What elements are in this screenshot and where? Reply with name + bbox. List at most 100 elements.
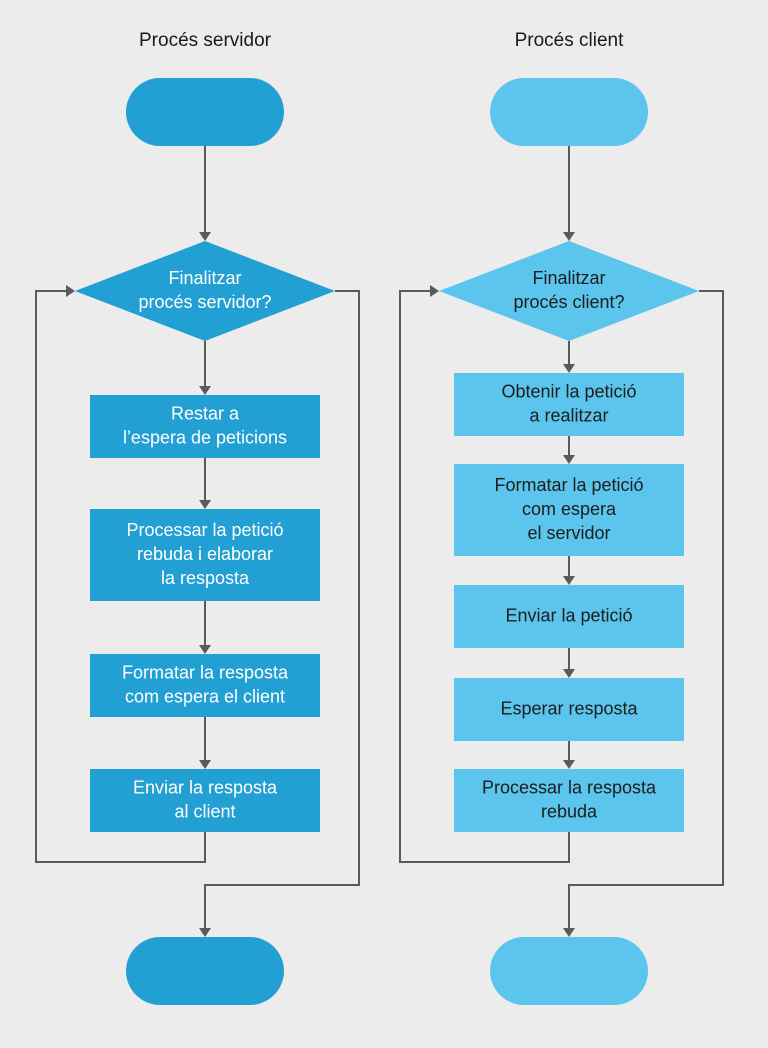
connector-client-step4-to-step5 xyxy=(563,741,575,769)
process-box-shape xyxy=(454,678,684,741)
lane-title-server: Procés servidor xyxy=(139,30,272,51)
node-server-decision[interactable]: Finalitzar procés servidor? xyxy=(75,241,335,341)
process-box-shape xyxy=(90,654,320,717)
node-client-step-2[interactable]: Formatar la petició com espera el servidor xyxy=(454,464,684,556)
node-label: Formatar la petició com espera el servidor xyxy=(494,475,643,543)
node-label-line: Enviar la resposta xyxy=(133,777,278,797)
node-client-step-3[interactable]: Enviar la petició xyxy=(454,585,684,648)
connector-client-start-to-decision xyxy=(563,146,575,241)
node-label: Enviar la resposta al client xyxy=(133,777,278,821)
node-label-line: Formatar la petició xyxy=(494,475,643,495)
connector-client-step3-to-step4 xyxy=(563,648,575,678)
node-label-line: com espera xyxy=(522,499,617,519)
node-label-line: Enviar la petició xyxy=(505,605,632,625)
process-box-shape xyxy=(454,464,684,556)
connector-line xyxy=(204,290,360,932)
node-label: Processar la petició rebuda i elaborar la … xyxy=(126,520,283,588)
connector-client-decision-to-step1 xyxy=(563,341,575,373)
arrowhead-icon xyxy=(563,232,575,241)
node-label: Finalitzar procés servidor? xyxy=(138,268,271,312)
lane-title-client: Procés client xyxy=(515,30,624,51)
node-client-start[interactable] xyxy=(490,78,648,146)
node-label: Finalitzar procés client? xyxy=(513,268,624,312)
process-box-shape xyxy=(454,585,684,648)
arrowhead-icon xyxy=(199,760,211,769)
arrowhead-icon xyxy=(199,928,211,937)
connector-server-step3-to-step4 xyxy=(199,717,211,769)
node-label-line: Finalitzar xyxy=(168,268,241,288)
node-label-line: rebuda i elaborar xyxy=(137,544,273,564)
arrowhead-icon xyxy=(66,285,75,297)
arrowhead-icon xyxy=(199,232,211,241)
node-label-line: Obtenir la petició xyxy=(501,381,636,401)
terminator-shape xyxy=(490,937,648,1005)
node-label-line: l’espera de peticions xyxy=(123,427,287,447)
terminator-shape xyxy=(126,937,284,1005)
connector-client-loop-back xyxy=(399,285,570,863)
node-client-step-5[interactable]: Processar la resposta rebuda xyxy=(454,769,684,832)
connector-client-step1-to-step2 xyxy=(563,436,575,464)
process-box-shape xyxy=(454,769,684,832)
arrowhead-icon xyxy=(563,576,575,585)
process-box-shape xyxy=(90,509,320,601)
connector-server-exit-to-end xyxy=(199,290,360,937)
node-label-line: a realitzar xyxy=(529,405,608,425)
arrowhead-icon xyxy=(199,645,211,654)
node-label-line: Esperar resposta xyxy=(500,698,638,718)
terminator-shape xyxy=(126,78,284,146)
connector-server-start-to-decision xyxy=(199,146,211,241)
node-label: Obtenir la petició a realitzar xyxy=(501,381,636,425)
arrowhead-icon xyxy=(199,386,211,395)
node-client-step-4[interactable]: Esperar resposta xyxy=(454,678,684,741)
node-label-line: rebuda xyxy=(541,801,598,821)
arrowhead-icon xyxy=(563,364,575,373)
connector-client-step2-to-step3 xyxy=(563,556,575,585)
node-client-end[interactable] xyxy=(490,937,648,1005)
node-label: Enviar la petició xyxy=(505,605,632,625)
node-label-line: Processar la resposta xyxy=(482,777,657,797)
connector-server-loop-back xyxy=(35,285,206,863)
node-label-line: procés client? xyxy=(513,292,624,312)
terminator-shape xyxy=(490,78,648,146)
decision-diamond-shape xyxy=(439,241,699,341)
node-label-line: Finalitzar xyxy=(532,268,605,288)
arrowhead-icon xyxy=(199,500,211,509)
arrowhead-icon xyxy=(563,455,575,464)
node-label-line: procés servidor? xyxy=(138,292,271,312)
decision-diamond-shape xyxy=(75,241,335,341)
node-client-step-1[interactable]: Obtenir la petició a realitzar xyxy=(454,373,684,436)
node-label-line: Formatar la resposta xyxy=(122,662,289,682)
connector-line xyxy=(399,290,570,863)
node-client-decision[interactable]: Finalitzar procés client? xyxy=(439,241,699,341)
node-label-line: el servidor xyxy=(527,523,610,543)
node-label-line: la resposta xyxy=(161,568,250,588)
connector-layer xyxy=(35,146,724,937)
node-label: Esperar resposta xyxy=(500,698,638,718)
node-server-start[interactable] xyxy=(126,78,284,146)
process-box-shape xyxy=(90,769,320,832)
node-server-step-2[interactable]: Processar la petició rebuda i elaborar la … xyxy=(90,509,320,601)
process-box-shape xyxy=(90,395,320,458)
connector-client-exit-to-end xyxy=(563,290,724,937)
connector-server-step1-to-step2 xyxy=(199,458,211,509)
connector-line xyxy=(568,290,724,932)
arrowhead-icon xyxy=(563,669,575,678)
connector-line xyxy=(35,290,206,863)
connector-server-decision-to-step1 xyxy=(199,341,211,395)
lane-title-layer: Procés servidor Procés client xyxy=(139,30,624,51)
node-label: Processar la resposta rebuda xyxy=(482,777,657,821)
node-server-end[interactable] xyxy=(126,937,284,1005)
process-box-shape xyxy=(454,373,684,436)
node-label-line: Processar la petició xyxy=(126,520,283,540)
connector-server-step2-to-step3 xyxy=(199,601,211,654)
arrowhead-icon xyxy=(430,285,439,297)
node-server-step-4[interactable]: Enviar la resposta al client xyxy=(90,769,320,832)
node-label-line: al client xyxy=(174,801,235,821)
